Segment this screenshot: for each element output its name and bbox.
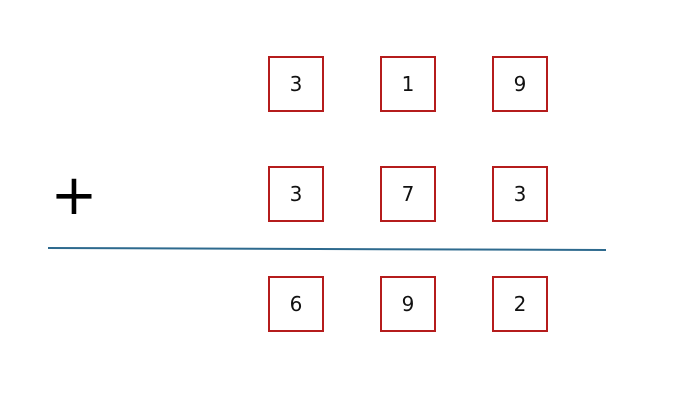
- sum-digit-hundreds: 6: [268, 276, 324, 332]
- addend-1-digit-ones: 9: [492, 56, 548, 112]
- addend-1-digit-tens: 1: [380, 56, 436, 112]
- sum-digit-ones: 2: [492, 276, 548, 332]
- addend-1-digit-hundreds: 3: [268, 56, 324, 112]
- addend-2-digit-hundreds: 3: [268, 166, 324, 222]
- sum-digit-tens: 9: [380, 276, 436, 332]
- addend-2-digit-ones: 3: [492, 166, 548, 222]
- plus-sign: +: [50, 163, 98, 228]
- addend-2-digit-tens: 7: [380, 166, 436, 222]
- sum-rule: [47, 247, 607, 251]
